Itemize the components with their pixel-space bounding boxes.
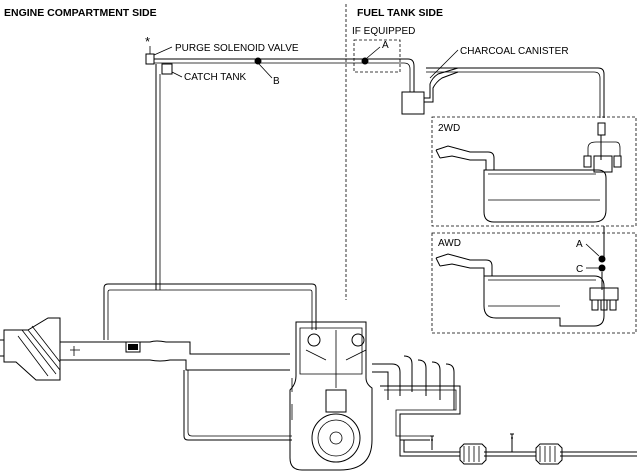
engine-compartment-heading: ENGINE COMPARTMENT SIDE <box>4 7 157 19</box>
purge-solenoid-valve <box>145 53 155 65</box>
catch-tank <box>161 63 173 75</box>
engine-block <box>289 321 373 471</box>
o2-sensor-1 <box>430 435 434 450</box>
fuel-tank-heading: FUEL TANK SIDE <box>357 7 443 19</box>
joint-a-label: A <box>382 40 389 51</box>
throttle-body <box>125 341 141 353</box>
asterisk-mark: * <box>145 34 150 49</box>
awd-box <box>431 232 637 334</box>
catch-tank-label: CATCH TANK <box>184 72 247 83</box>
lower-hose <box>183 370 292 441</box>
canister-vent-line <box>426 67 605 118</box>
two-wd-box <box>431 116 637 227</box>
catalytic-converter-2 <box>535 443 563 465</box>
two-wd-label: 2WD <box>438 123 460 134</box>
joint-a-awd-label: A <box>576 239 583 250</box>
purge-line-main <box>154 58 415 92</box>
air-cleaner <box>3 317 61 381</box>
awd-fuel-tank <box>483 275 605 327</box>
intake-duct <box>60 340 290 371</box>
charcoal-canister <box>401 91 425 115</box>
if-equipped-box <box>353 39 401 73</box>
purge-valve-leader <box>153 46 173 56</box>
joint-c-awd <box>598 264 606 272</box>
awd-label: AWD <box>438 238 461 249</box>
joint-a <box>361 57 369 65</box>
two-wd-fuel-tank <box>483 169 607 223</box>
catalytic-converter-1 <box>459 443 487 465</box>
joint-b-label: B <box>273 76 280 87</box>
charcoal-canister-label: CHARCOAL CANISTER <box>460 46 569 57</box>
catch-tank-leader <box>171 71 183 78</box>
intake-loop-pipe <box>103 283 317 340</box>
purge-solenoid-valve-label: PURGE SOLENOID VALVE <box>175 43 299 54</box>
crank-pulley <box>311 413 361 463</box>
if-equipped-label: IF EQUIPPED <box>352 26 415 37</box>
joint-b <box>254 57 262 65</box>
o2-sensor-2 <box>510 433 514 452</box>
exhaust-manifold <box>372 355 455 410</box>
exhaust-pipe <box>399 440 637 457</box>
joint-a-awd <box>598 255 606 263</box>
joint-c-awd-label: C <box>576 264 583 275</box>
